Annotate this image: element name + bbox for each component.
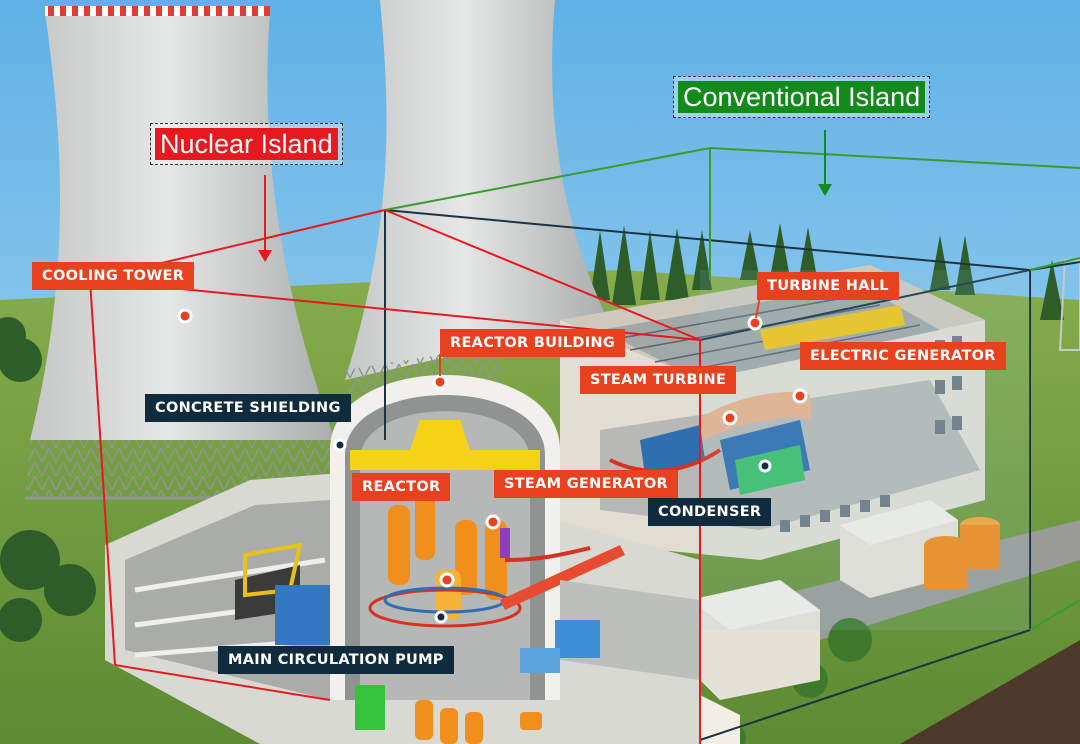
turbine-hall-marker — [747, 315, 763, 331]
concrete-shielding-marker — [333, 438, 347, 452]
hotspot-markers — [177, 308, 808, 624]
reactor-building-label: REACTOR BUILDING — [440, 329, 626, 357]
steam-generator-label: STEAM GENERATOR — [494, 470, 678, 498]
reactor-building-marker — [432, 374, 448, 390]
steam-turbine-marker — [722, 410, 738, 426]
electric-generator-label: ELECTRIC GENERATOR — [800, 342, 1006, 370]
reactor-label: REACTOR — [352, 473, 451, 501]
nuclear-island-label: Nuclear Island — [155, 128, 338, 160]
turbine-hall-label: TURBINE HALL — [757, 272, 899, 300]
terrain-edge — [900, 640, 1080, 744]
conventional-island-title: Conventional Island — [673, 76, 931, 118]
island-pointers — [258, 130, 832, 262]
cooling-tower-marker — [177, 308, 193, 324]
cooling-tower-label: COOLING TOWER — [32, 262, 195, 290]
condenser-marker — [758, 459, 772, 473]
main-circulation-pump-label: MAIN CIRCULATION PUMP — [218, 646, 454, 674]
concrete-shielding-label: CONCRETE SHIELDING — [145, 394, 351, 422]
nuclear-island-building — [105, 375, 700, 744]
electric-generator-marker — [792, 388, 808, 404]
steam-generator-marker — [485, 514, 501, 530]
main-circulation-pump-marker — [434, 610, 448, 624]
reactor-marker — [439, 572, 455, 588]
nuclear-island-title: Nuclear Island — [150, 123, 343, 165]
background-trees — [0, 223, 1064, 744]
condenser-label: CONDENSER — [648, 498, 772, 526]
conventional-island-label: Conventional Island — [678, 81, 926, 113]
steam-turbine-label: STEAM TURBINE — [580, 366, 737, 394]
